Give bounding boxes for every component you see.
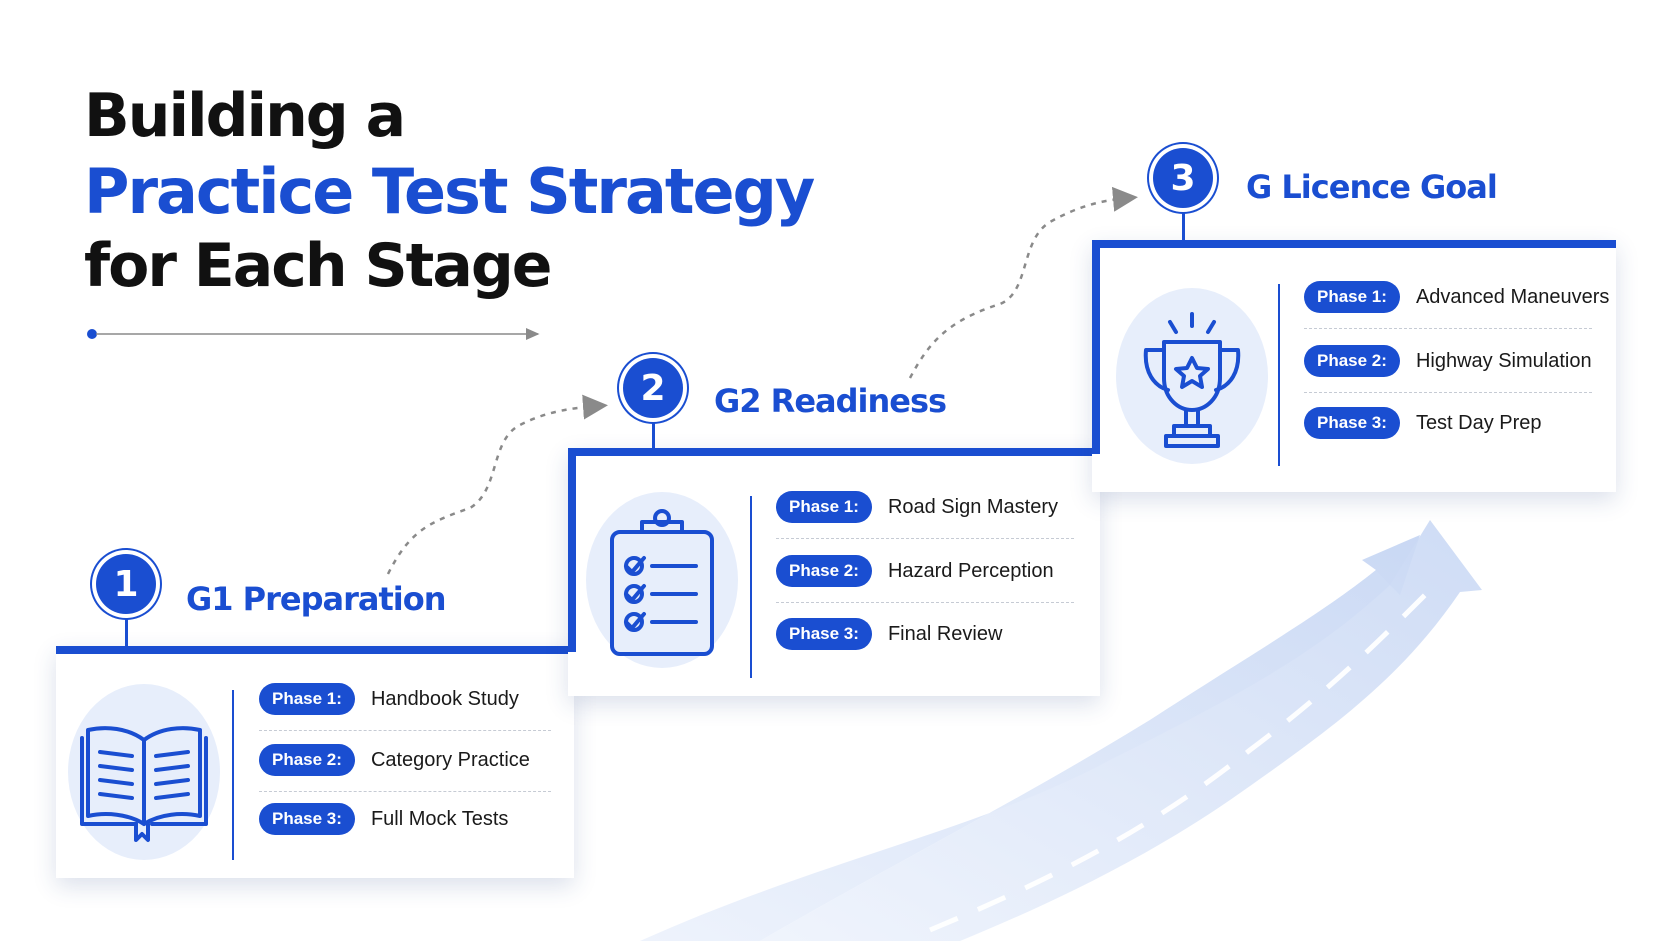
stage-3-phase-2: Phase 2: Highway Simulation [1304, 330, 1592, 393]
trophy-icon [1143, 312, 1241, 448]
stage-1-phase-2: Phase 2: Category Practice [259, 729, 551, 792]
phase-pill: Phase 1: [259, 683, 355, 715]
phase-text: Handbook Study [370, 687, 519, 710]
stage-3-stem [1182, 206, 1185, 246]
stage-2-phase-2: Phase 2: Hazard Perception [776, 540, 1074, 603]
stage-card-2: Phase 1: Road Sign Mastery Phase 2: Haza… [568, 448, 1100, 696]
card-divider-2 [750, 496, 752, 678]
stage-1-phase-3: Phase 3: Full Mock Tests [259, 788, 551, 850]
stage-2-phase-1: Phase 1: Road Sign Mastery [776, 476, 1074, 539]
stage-1-phase-1: Phase 1: Handbook Study [259, 668, 551, 731]
stage-3-badge: 3 [1153, 148, 1213, 208]
card-divider-3 [1278, 284, 1280, 466]
title-line-3: for Each Stage [84, 231, 552, 301]
phase-text: Final Review [887, 622, 1003, 645]
stage-2-stem [652, 414, 655, 454]
icon-circle-3 [1116, 288, 1268, 464]
card-divider-1 [232, 690, 234, 860]
phase-pill: Phase 3: [259, 803, 355, 835]
stage-3-title: G Licence Goal [1246, 168, 1498, 206]
phase-text: Category Practice [370, 748, 530, 771]
stage-card-1: Phase 1: Handbook Study Phase 2: Categor… [56, 646, 574, 878]
phase-pill: Phase 1: [1304, 281, 1400, 313]
phase-pill: Phase 2: [776, 555, 872, 587]
phase-pill: Phase 3: [776, 618, 872, 650]
stage-card-3: Phase 1: Advanced Maneuvers Phase 2: Hig… [1092, 240, 1616, 492]
phase-pill: Phase 3: [1304, 407, 1400, 439]
icon-circle-2 [586, 492, 738, 668]
stage-1-title: G1 Preparation [186, 580, 447, 618]
stage-1-badge: 1 [96, 554, 156, 614]
icon-circle-1 [68, 684, 220, 860]
phase-text: Full Mock Tests [370, 807, 509, 830]
stage-2-title: G2 Readiness [714, 382, 947, 420]
title-line-1: Building a [84, 81, 406, 151]
phase-text: Road Sign Mastery [887, 495, 1059, 518]
phase-pill: Phase 1: [776, 491, 872, 523]
phase-text: Advanced Maneuvers [1415, 285, 1610, 308]
phase-text: Hazard Perception [887, 559, 1054, 582]
stage-1-stem [125, 610, 128, 650]
title-line-2: Practice Test Strategy [84, 155, 815, 228]
clipboard-checklist-icon [610, 509, 714, 656]
stage-2-phase-3: Phase 3: Final Review [776, 603, 1074, 665]
stage-3-phase-3: Phase 3: Test Day Prep [1304, 392, 1592, 454]
phase-pill: Phase 2: [259, 744, 355, 776]
phase-text: Highway Simulation [1415, 349, 1592, 372]
phase-text: Test Day Prep [1415, 411, 1542, 434]
open-book-icon [80, 726, 208, 842]
stage-2-badge: 2 [623, 358, 683, 418]
stage-3-phase-1: Phase 1: Advanced Maneuvers [1304, 266, 1609, 329]
phase-pill: Phase 2: [1304, 345, 1400, 377]
